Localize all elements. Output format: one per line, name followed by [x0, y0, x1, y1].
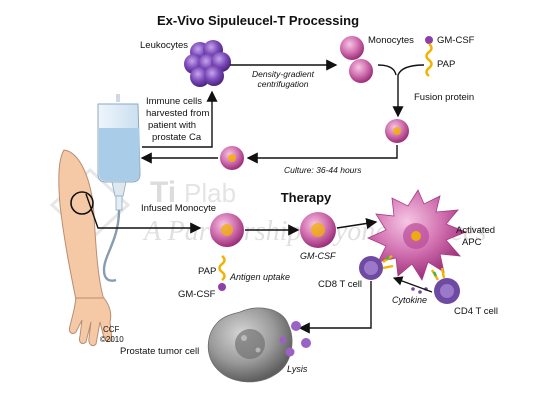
iv-bag: [97, 94, 141, 211]
diagram-title: Ex-Vivo Sipuleucel-T Processing: [157, 13, 359, 28]
tumor-label: Prostate tumor cell: [120, 346, 199, 357]
cytokine-dots: [411, 287, 428, 294]
infused-monocyte-cell: [210, 213, 244, 247]
immune-label-line3: patient with: [148, 120, 196, 131]
culture-label: Culture: 36-44 hours: [284, 165, 362, 175]
cd4-label: CD4 T cell: [454, 306, 498, 317]
density-label-line1: Density-gradient: [252, 69, 315, 79]
combine-bracket: [377, 64, 425, 108]
antigen-uptake-label: Antigen uptake: [229, 272, 290, 282]
antigen-protein-icon: [218, 255, 226, 291]
copyright-label: ©2010: [100, 335, 124, 344]
activated-label-line1: Activated: [456, 225, 495, 236]
arrow-to-apc: [336, 217, 378, 230]
immune-label-line4: prostate Ca: [152, 132, 202, 143]
pap-top-label: PAP: [437, 59, 455, 70]
culture-arrow: [246, 145, 398, 164]
monocytes-label: Monocytes: [368, 35, 414, 46]
iv-fluid: [99, 128, 140, 181]
density-label-line2: centrifugation: [257, 79, 308, 89]
immune-label-line2: harvested from: [146, 108, 209, 119]
patient-arm: [58, 149, 113, 347]
cytokine-arrow: [392, 276, 433, 293]
harvest-arrow: [142, 90, 218, 148]
therapy-title: Therapy: [281, 190, 332, 205]
injection-site: [70, 191, 94, 215]
activated-label-line2: APC: [462, 237, 482, 248]
prostate-tumor-cell: [207, 307, 293, 383]
iv-tube: [102, 209, 121, 282]
watermark-brand-ti: Ti: [150, 176, 176, 209]
leukocytes-cluster: [184, 40, 231, 87]
lysis-fragments: [279, 321, 311, 357]
loaded-monocyte: [385, 119, 409, 143]
infusion-arrow: [85, 193, 202, 234]
cd4-t-cell: [430, 267, 460, 304]
monocytes-group: [340, 36, 373, 83]
gm-csf-monocyte-cell: [300, 212, 336, 248]
gm-csf-mid-label: GM-CSF: [300, 251, 336, 261]
activated-apc: [367, 189, 468, 281]
cd8-label: CD8 T cell: [318, 279, 362, 290]
gm-csf-top-label: GM-CSF: [437, 35, 475, 46]
pap-bottom-label: PAP: [198, 266, 216, 277]
cd8-to-tumor-arrow: [298, 281, 372, 334]
cultured-monocyte: [220, 146, 244, 170]
lysis-label: Lysis: [287, 364, 308, 374]
leukocytes-label: Leukocytes: [140, 40, 188, 51]
infused-monocyte-label: Infused Monocyte: [141, 203, 216, 214]
fusion-protein-label: Fusion protein: [414, 92, 474, 103]
ccf-label: CCF: [103, 325, 120, 334]
cytokine-label: Cytokine: [392, 295, 427, 305]
watermark-brand-plab: Plab: [184, 178, 236, 208]
gm-csf-bottom-label: GM-CSF: [178, 289, 216, 300]
immune-label-line1: Immune cells: [146, 96, 202, 107]
fusion-protein-icon: [425, 36, 433, 77]
cd8-t-cell: [359, 255, 394, 280]
